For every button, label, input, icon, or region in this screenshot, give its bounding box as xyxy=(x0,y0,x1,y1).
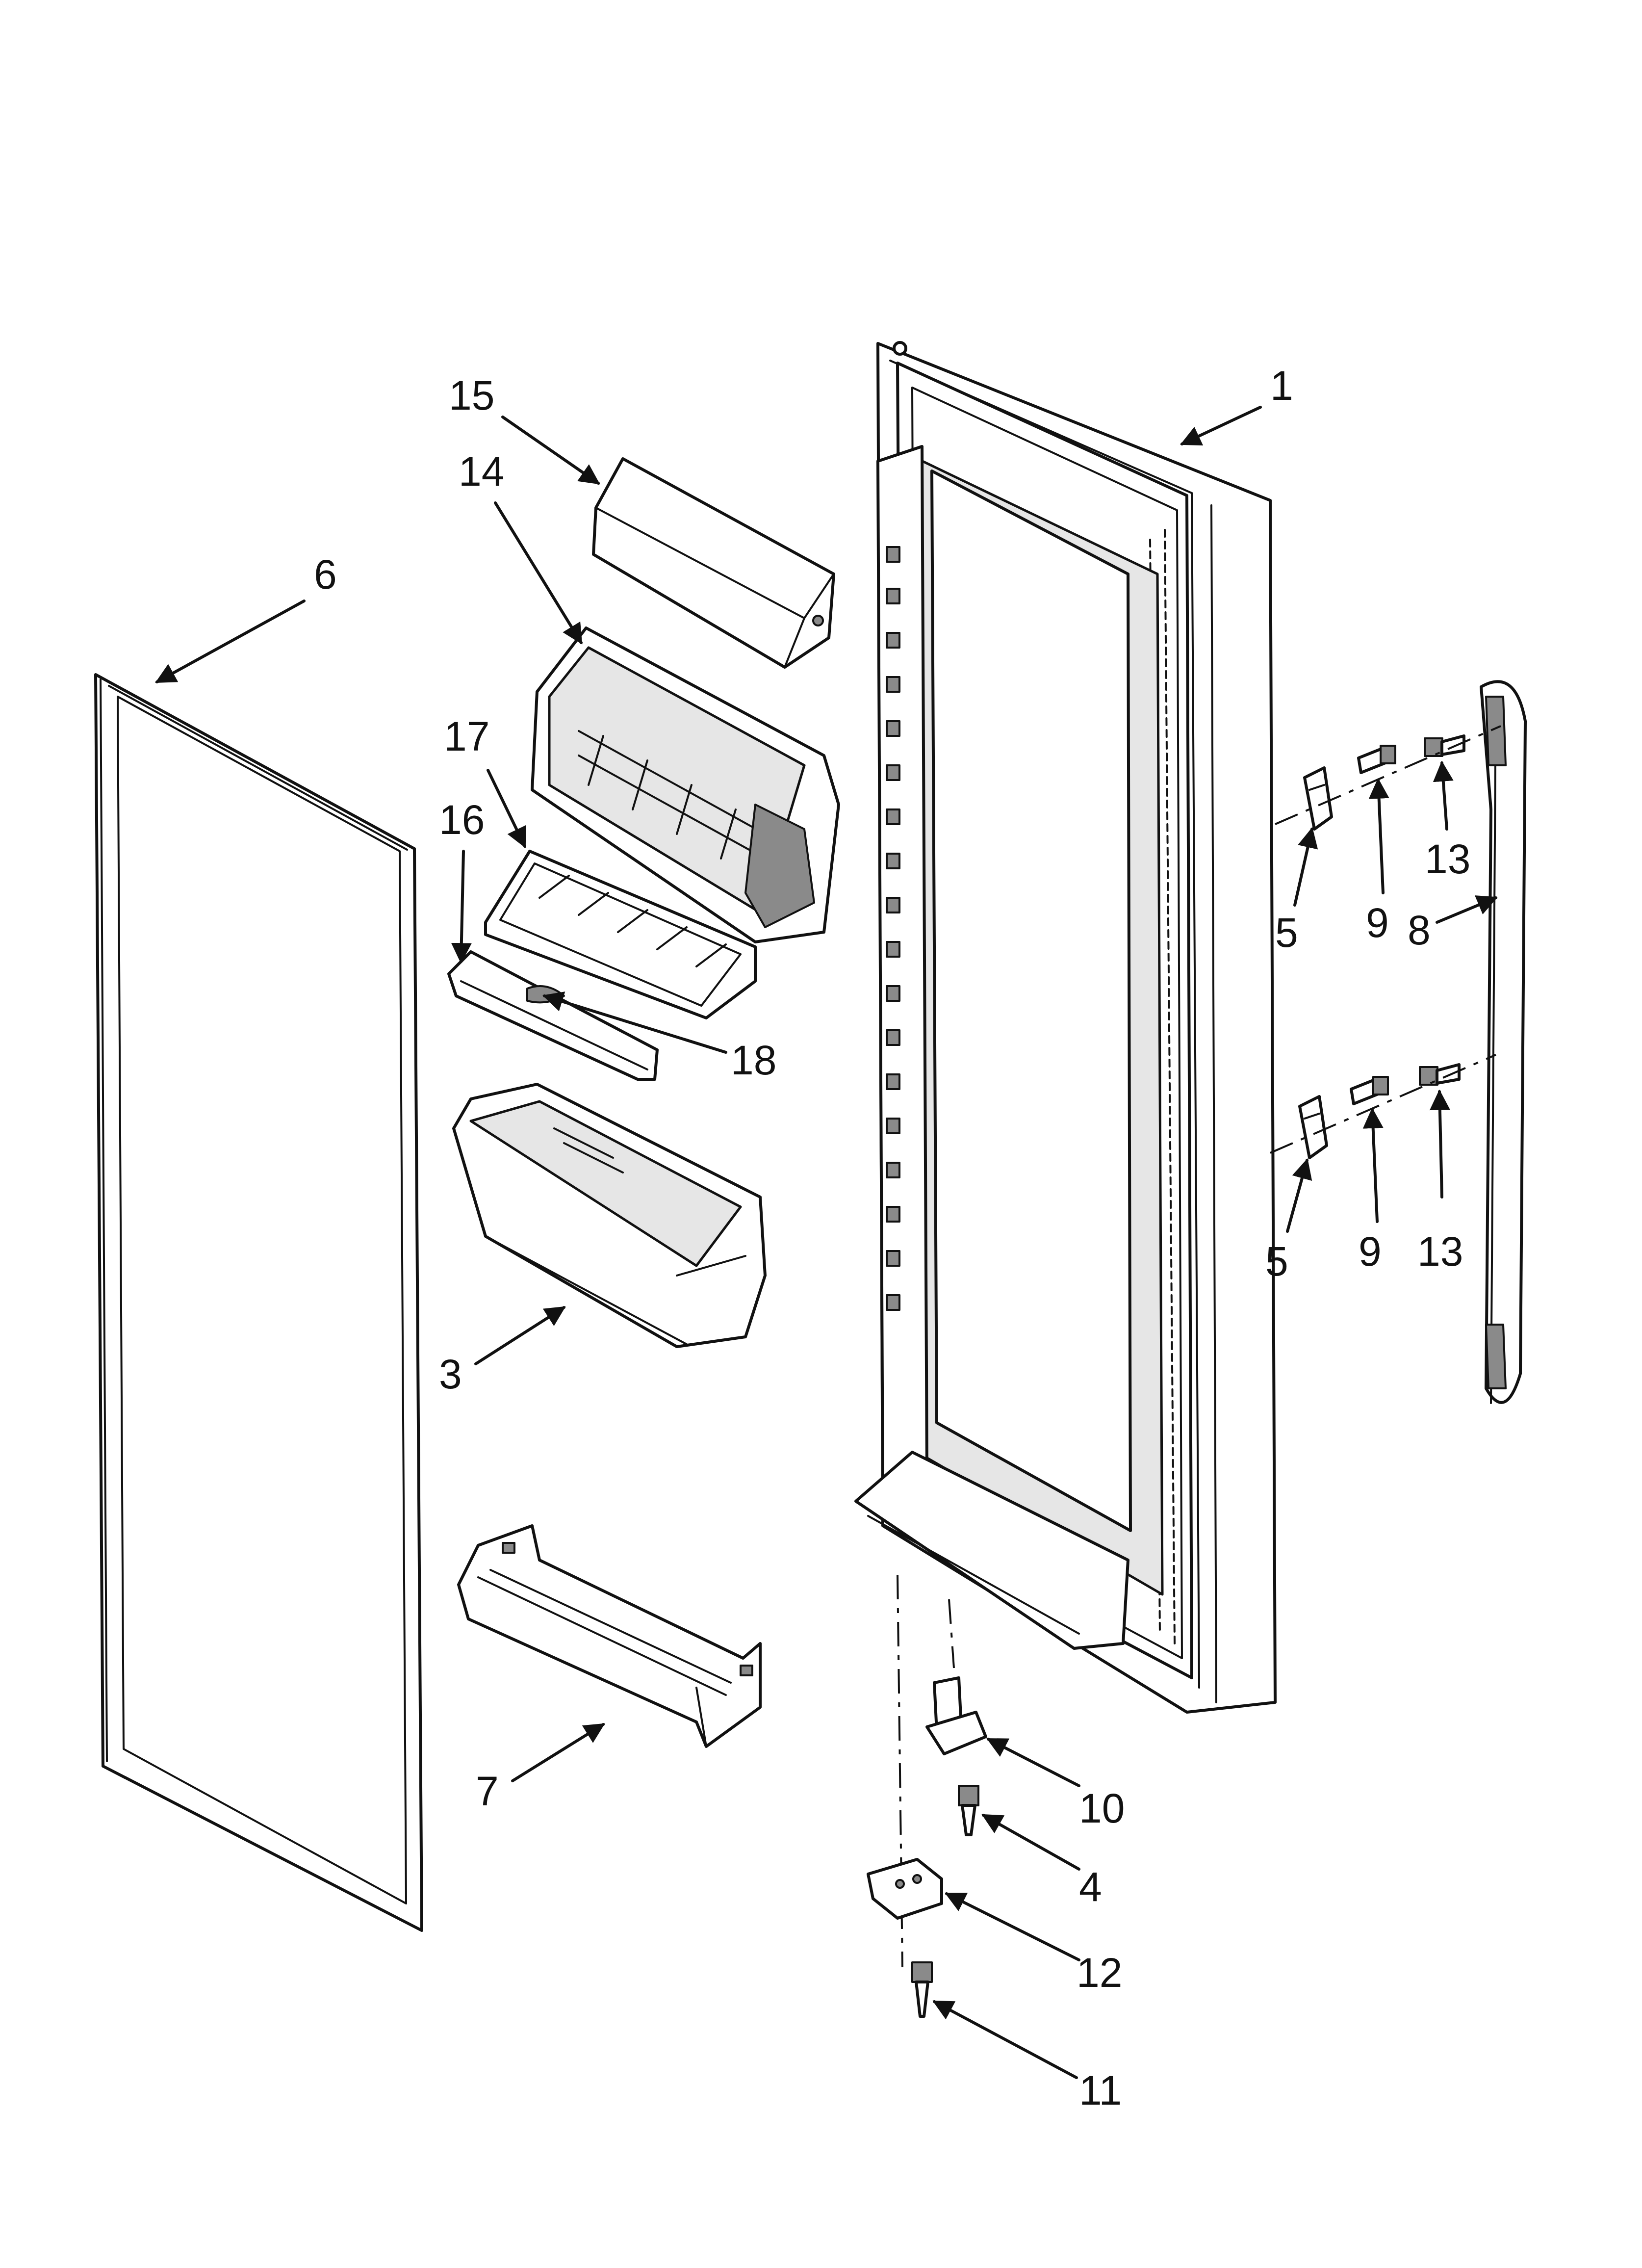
callout-12: 12 xyxy=(1077,1950,1122,1996)
hinge-axis-right xyxy=(948,1599,955,1668)
leader-9-upper xyxy=(1368,778,1389,894)
callout-labels: 1 15 14 6 17 16 18 3 7 5 9 13 8 5 9 13 1… xyxy=(314,363,1470,2113)
part-5-handle-clip-upper xyxy=(1303,766,1333,831)
leader-9-lower xyxy=(1362,1107,1384,1223)
part-11-screw xyxy=(911,1961,933,2018)
part-12-hinge-bracket xyxy=(867,1858,943,1920)
callout-14: 14 xyxy=(459,448,504,495)
leader-13-upper xyxy=(1433,760,1454,831)
part-13-screw-lower xyxy=(1419,1063,1461,1086)
callout-11: 11 xyxy=(1079,2067,1122,2113)
callout-13-upper: 13 xyxy=(1425,836,1470,882)
part-9-screw-upper xyxy=(1357,745,1396,774)
callout-9-lower: 9 xyxy=(1359,1228,1382,1275)
leader-10 xyxy=(986,1738,1080,1787)
callout-15: 15 xyxy=(449,372,494,418)
callout-7: 7 xyxy=(476,1768,499,1814)
callout-8: 8 xyxy=(1408,907,1431,953)
callout-6: 6 xyxy=(314,551,337,598)
leader-8 xyxy=(1436,895,1498,924)
leader-5-lower xyxy=(1286,1158,1312,1233)
part-9-screw-lower xyxy=(1350,1076,1389,1105)
part-5-handle-clip-lower xyxy=(1298,1095,1328,1159)
callout-4: 4 xyxy=(1079,1864,1102,1910)
callout-1: 1 xyxy=(1270,363,1293,409)
callout-10: 10 xyxy=(1079,1785,1125,1831)
part-10-hinge-pin xyxy=(925,1676,987,1755)
callout-17: 17 xyxy=(444,713,489,759)
callout-5-upper: 5 xyxy=(1275,910,1298,956)
callout-13-lower: 13 xyxy=(1417,1228,1463,1275)
leader-4 xyxy=(981,1814,1080,1871)
leader-7 xyxy=(511,1723,605,1782)
part-1-door-assembly xyxy=(854,341,1277,1714)
leader-1 xyxy=(1180,406,1262,445)
callout-18: 18 xyxy=(731,1037,776,1083)
handle-axis-upper xyxy=(1275,725,1501,825)
callout-5-lower: 5 xyxy=(1265,1238,1288,1284)
leader-12 xyxy=(945,1892,1080,1961)
part-15-dairy-door xyxy=(592,457,835,669)
leader-16 xyxy=(451,850,472,964)
part-4-screw xyxy=(958,1785,979,1836)
leader-3 xyxy=(474,1306,566,1365)
shelf-peg-column xyxy=(886,546,900,1311)
leader-18 xyxy=(542,991,727,1054)
part-6-door-gasket xyxy=(94,673,423,1932)
part-17-dairy-shelf-tray xyxy=(484,850,757,1019)
leader-11 xyxy=(932,2000,1078,2079)
callout-3: 3 xyxy=(439,1351,462,1397)
leader-5-upper xyxy=(1293,827,1318,907)
leader-13-lower xyxy=(1429,1089,1450,1199)
part-13-screw-upper xyxy=(1424,734,1465,757)
leader-6 xyxy=(155,600,306,683)
part-3-door-bin xyxy=(452,1083,767,1348)
leader-17 xyxy=(487,769,526,848)
part-8-door-handle xyxy=(1480,680,1527,1404)
callout-9-upper: 9 xyxy=(1366,900,1389,946)
leader-14 xyxy=(494,501,583,645)
part-7-bottom-bin xyxy=(457,1524,762,1748)
handle-axis-lower xyxy=(1270,1054,1496,1154)
callout-16: 16 xyxy=(439,797,485,843)
hinge-axis-left xyxy=(897,1574,903,1968)
leader-15 xyxy=(501,416,600,485)
part-14-dairy-compartment xyxy=(531,626,840,943)
callout-leaders xyxy=(155,406,1498,2079)
